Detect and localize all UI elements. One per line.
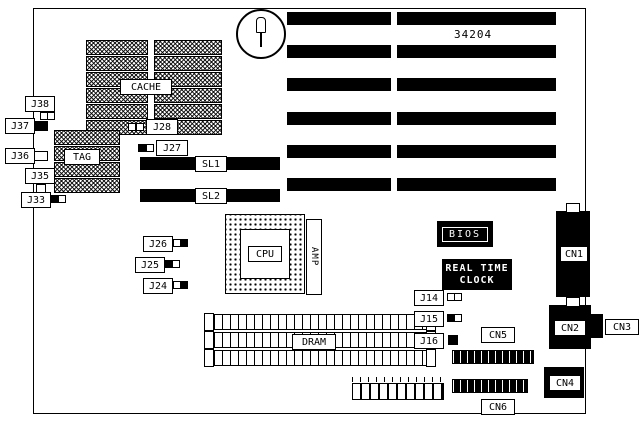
simm-end-tab bbox=[426, 349, 436, 367]
j14-pins bbox=[454, 293, 462, 301]
bios-label: BIOS bbox=[441, 226, 489, 242]
jumper-label-j36: J36 bbox=[5, 148, 35, 164]
amp-chip: AMP bbox=[306, 219, 322, 295]
cache-chip bbox=[86, 40, 148, 55]
jumper-block-pins bbox=[352, 377, 442, 382]
expansion-slot-bar bbox=[287, 12, 391, 25]
tag-chip bbox=[54, 178, 120, 193]
jumper-label-j27: J27 bbox=[156, 140, 188, 156]
expansion-slot-bar bbox=[397, 112, 556, 125]
j25-pins bbox=[172, 260, 180, 268]
j28-pins bbox=[128, 123, 136, 131]
rtc-label-line1: REAL TIME bbox=[445, 262, 509, 274]
jumper-label-j26: J26 bbox=[143, 236, 173, 252]
j27-pins bbox=[146, 144, 154, 152]
expansion-slot-bar bbox=[287, 45, 391, 58]
jumper-label-j16: J16 bbox=[414, 333, 444, 349]
part-number: 34204 bbox=[454, 28, 493, 41]
rtc-chip: REAL TIME CLOCK bbox=[442, 259, 512, 290]
cache-chip bbox=[154, 104, 222, 119]
expansion-slot-bar bbox=[397, 78, 556, 91]
jumper-label-j35: J35 bbox=[25, 168, 55, 184]
key-cap bbox=[256, 17, 266, 33]
jumper-label-j24: J24 bbox=[143, 278, 173, 294]
dram-simm-slot bbox=[204, 349, 436, 367]
expansion-slot-bar bbox=[287, 78, 391, 91]
j16-connector bbox=[448, 335, 458, 345]
expansion-slot-bar bbox=[397, 45, 556, 58]
jumper-label-j38: J38 bbox=[25, 96, 55, 112]
expansion-slot-bar bbox=[397, 178, 556, 191]
cn3-connector bbox=[589, 314, 603, 338]
cn1-notch bbox=[566, 297, 580, 307]
connector-label-cn1: CN1 bbox=[560, 246, 588, 262]
cache-chip bbox=[86, 104, 148, 119]
cn6-header bbox=[452, 379, 528, 393]
cn5-header bbox=[452, 350, 534, 364]
dram-simm-slot bbox=[204, 313, 436, 331]
sl2-label: SL2 bbox=[195, 188, 227, 204]
j24-pins bbox=[180, 281, 188, 289]
simm-end-tab bbox=[204, 313, 214, 331]
expansion-slot-bar bbox=[397, 12, 556, 25]
cache-chip bbox=[154, 40, 222, 55]
connector-label-cn2: CN2 bbox=[554, 320, 586, 336]
connector-label-cn4: CN4 bbox=[549, 375, 581, 391]
tag-chip bbox=[54, 130, 120, 145]
expansion-slot-bar bbox=[397, 145, 556, 158]
bios-chip: BIOS bbox=[437, 221, 493, 247]
jumper-label-j28: J28 bbox=[146, 119, 178, 135]
j15-pins bbox=[454, 314, 462, 322]
rtc-label-line2: CLOCK bbox=[459, 274, 495, 286]
jumper-label-j25: J25 bbox=[135, 257, 165, 273]
sl1-label: SL1 bbox=[195, 156, 227, 172]
cpu-label: CPU bbox=[248, 246, 282, 262]
jumper-label-j37: J37 bbox=[5, 118, 35, 134]
cache-chip bbox=[154, 56, 222, 71]
jumper-label-j14: J14 bbox=[414, 290, 444, 306]
key-stem bbox=[260, 32, 262, 47]
j28-pins bbox=[136, 123, 144, 131]
connector-label-cn6: CN6 bbox=[481, 399, 515, 415]
connector-label-cn5: CN5 bbox=[481, 327, 515, 343]
jumper-block bbox=[352, 383, 444, 400]
cache-label: CACHE bbox=[120, 79, 172, 95]
j33-pins bbox=[58, 195, 66, 203]
j38-pins bbox=[47, 112, 55, 120]
j37-connector bbox=[34, 121, 48, 131]
jumper-label-j15: J15 bbox=[414, 311, 444, 327]
j27-pins bbox=[138, 144, 146, 152]
jumper-label-j33: J33 bbox=[21, 192, 51, 208]
simm-end-tab bbox=[204, 331, 214, 349]
keylock-icon bbox=[236, 9, 286, 59]
tag-label: TAG bbox=[64, 149, 100, 165]
expansion-slot-bar bbox=[287, 145, 391, 158]
j36-connector bbox=[34, 151, 48, 161]
j26-pins bbox=[180, 239, 188, 247]
cpu-socket: CPU bbox=[225, 214, 305, 294]
cache-chip bbox=[86, 56, 148, 71]
expansion-slot-bar bbox=[287, 178, 391, 191]
expansion-slot-bar bbox=[287, 112, 391, 125]
dram-label: DRAM bbox=[292, 334, 336, 350]
connector-label-cn3: CN3 bbox=[605, 319, 639, 335]
simm-end-tab bbox=[204, 349, 214, 367]
cn1-notch bbox=[566, 203, 580, 213]
